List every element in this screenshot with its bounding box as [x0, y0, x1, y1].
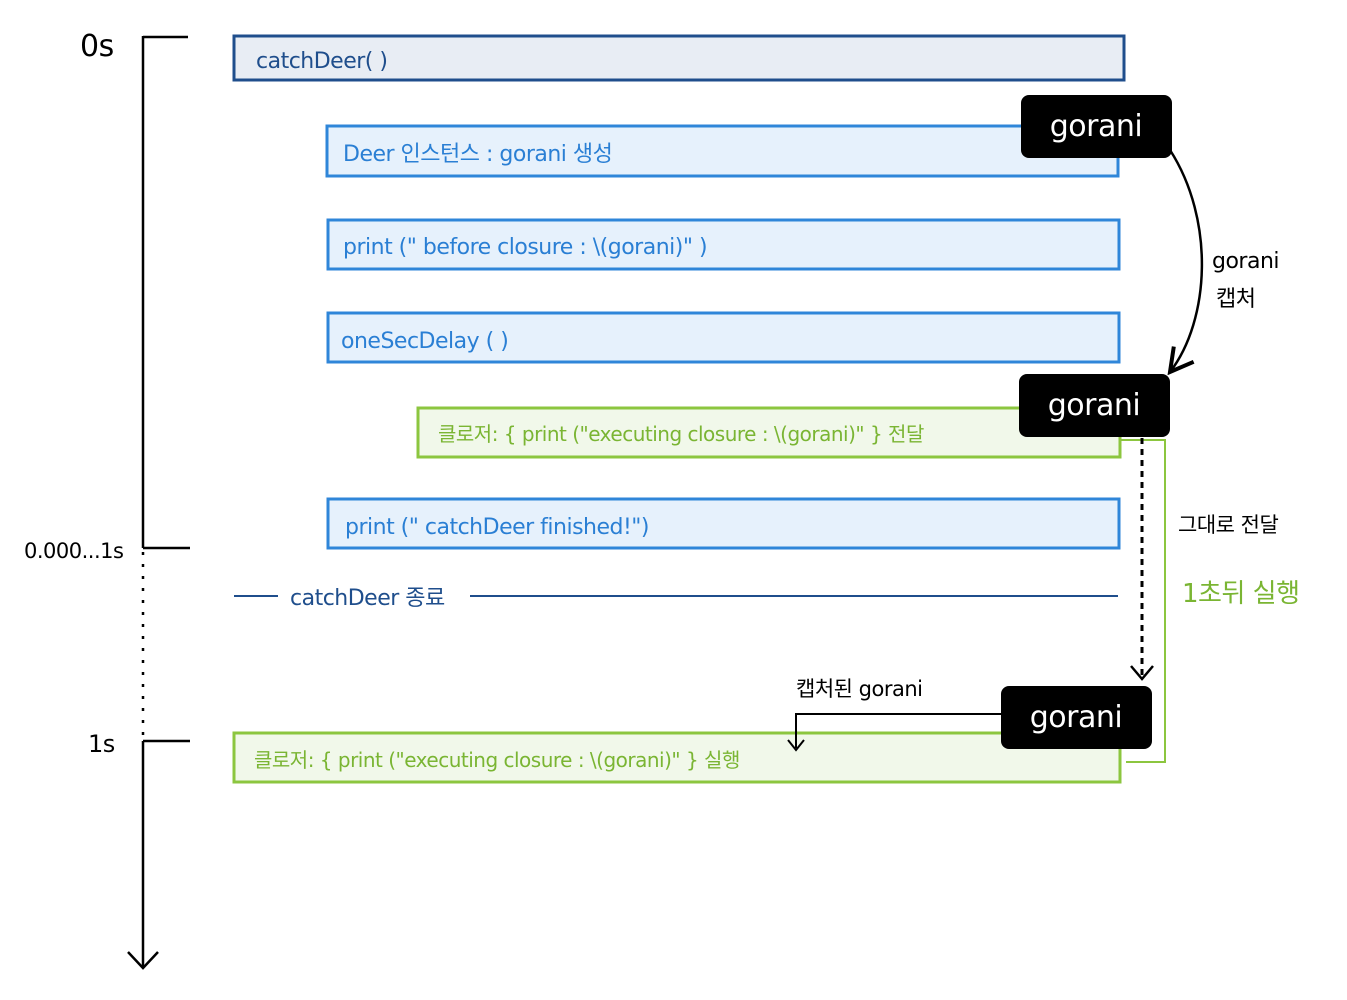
time-label-0s: 0s	[80, 29, 114, 64]
capture-arrow	[1167, 149, 1204, 376]
block-closure-run-label: 클로저: { print ("executing closure : \(gor…	[254, 748, 740, 772]
catchdeer-end-marker: catchDeer 종료	[234, 586, 1118, 611]
block-one-sec-delay: oneSecDelay ( )	[326, 311, 1121, 364]
block-print-finished-box	[326, 497, 1121, 550]
time-label-end: 0.000...1s	[24, 539, 123, 563]
gorani-tag-created-box	[1021, 95, 1172, 158]
captured-connector	[795, 713, 1002, 748]
time-label-1s: 1s	[88, 730, 115, 758]
block-closure-pass-label: 클로저: { print ("executing closure : \(gor…	[438, 422, 924, 446]
annotation-capture-line1: gorani	[1212, 249, 1279, 274]
captured-arrowhead	[787, 739, 805, 752]
block-print-finished-label: print (" catchDeer finished!")	[345, 515, 649, 540]
gorani-tag-delivered-label: gorani	[1030, 700, 1122, 735]
annotation-pass-as-is: 그대로 전달	[1178, 513, 1278, 537]
gorani-tag-delivered-box	[1001, 686, 1152, 749]
block-create-instance: Deer 인스턴스 : gorani 생성	[325, 124, 1120, 178]
block-print-finished: print (" catchDeer finished!")	[326, 497, 1121, 550]
gorani-tag-captured: gorani	[1019, 374, 1170, 437]
block-print-before-label: print (" before closure : \(gorani)" )	[343, 235, 707, 260]
annotation-captured-gorani: 캡처된 gorani	[796, 677, 922, 701]
block-print-before: print (" before closure : \(gorani)" )	[326, 218, 1121, 271]
block-closure-pass-box	[416, 406, 1122, 459]
block-closure-pass: 클로저: { print ("executing closure : \(gor…	[416, 406, 1122, 459]
gorani-tag-delivered: gorani	[1001, 686, 1152, 749]
block-create-instance-label: Deer 인스턴스 : gorani 생성	[343, 142, 612, 167]
block-closure-run-box	[232, 731, 1122, 784]
timeline-axis: 0s 0.000...1s 1s	[24, 29, 190, 970]
block-one-sec-delay-label: oneSecDelay ( )	[341, 329, 508, 354]
block-catchdeer: catchDeer( )	[232, 34, 1126, 82]
gorani-tag-created-label: gorani	[1050, 109, 1142, 144]
pass-through-arrowhead	[1130, 665, 1154, 681]
end-marker-label: catchDeer 종료	[290, 586, 445, 611]
block-closure-run: 클로저: { print ("executing closure : \(gor…	[232, 731, 1122, 784]
axis-arrowhead	[127, 951, 159, 970]
annotation-capture-line2: 캡처	[1216, 287, 1255, 312]
annotation-run-later: 1초뒤 실행	[1182, 579, 1300, 609]
block-catchdeer-box	[232, 34, 1126, 82]
block-print-before-box	[326, 218, 1121, 271]
gorani-tag-captured-box	[1019, 374, 1170, 437]
block-one-sec-delay-box	[326, 311, 1121, 364]
block-catchdeer-label: catchDeer( )	[256, 49, 387, 74]
gorani-tag-captured-label: gorani	[1048, 388, 1140, 423]
gorani-tag-created: gorani	[1021, 95, 1172, 158]
